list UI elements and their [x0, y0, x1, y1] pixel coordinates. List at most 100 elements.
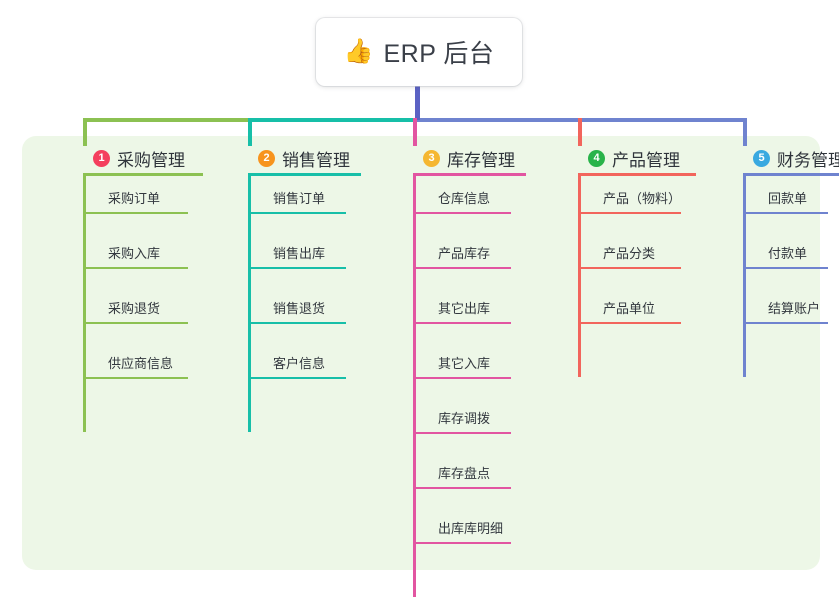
- leaf-node[interactable]: 销售订单: [251, 188, 346, 214]
- branch-drop-connector: [248, 118, 252, 146]
- leaf-label: 其它出库: [438, 301, 491, 316]
- branch-number-badge: 4: [588, 150, 605, 167]
- leaf-node[interactable]: 仓库信息: [416, 188, 511, 214]
- leaf-underline: [416, 322, 511, 324]
- leaf-node[interactable]: 出库库明细: [416, 518, 511, 544]
- leaf-label: 库存调拨: [438, 411, 491, 426]
- leaf-label: 客户信息: [273, 356, 326, 371]
- branch-header-财务管理[interactable]: 5 财务管理: [753, 146, 839, 171]
- leaf-node[interactable]: 采购订单: [86, 188, 188, 214]
- leaf-node[interactable]: 销售出库: [251, 243, 346, 269]
- leaf-node[interactable]: 其它入库: [416, 353, 511, 379]
- branch-label: 采购管理: [117, 151, 185, 170]
- branch-drop-connector: [413, 118, 417, 146]
- root-stem-connector: [415, 86, 420, 120]
- leaf-underline: [581, 212, 681, 214]
- branch-label: 库存管理: [447, 151, 515, 170]
- leaf-label: 仓库信息: [438, 191, 491, 206]
- branch-underline: [413, 173, 526, 176]
- leaf-label: 销售退货: [273, 301, 326, 316]
- leaf-underline: [86, 322, 188, 324]
- branch-header-采购管理[interactable]: 1 采购管理: [93, 146, 185, 171]
- leaf-underline: [746, 267, 828, 269]
- branch-number-badge: 2: [258, 150, 275, 167]
- root-node-card[interactable]: 👍 ERP 后台: [316, 18, 522, 86]
- leaf-node[interactable]: 库存调拨: [416, 408, 511, 434]
- leaf-node[interactable]: 回款单: [746, 188, 828, 214]
- branch-label: 财务管理: [777, 151, 839, 170]
- leaf-label: 销售出库: [273, 246, 326, 261]
- leaf-node[interactable]: 付款单: [746, 243, 828, 269]
- branch-spine: [413, 173, 416, 597]
- branch-label: 产品管理: [612, 151, 680, 170]
- leaf-node[interactable]: 客户信息: [251, 353, 346, 379]
- branch-underline: [83, 173, 203, 176]
- branch-number-badge: 1: [93, 150, 110, 167]
- leaf-node[interactable]: 产品分类: [581, 243, 681, 269]
- branch-number-badge: 3: [423, 150, 440, 167]
- leaf-label: 产品库存: [438, 246, 491, 261]
- leaf-node[interactable]: 采购入库: [86, 243, 188, 269]
- leaf-label: 回款单: [768, 191, 808, 206]
- leaf-node[interactable]: 产品库存: [416, 243, 511, 269]
- leaf-label: 采购订单: [108, 191, 161, 206]
- thumbs-up-icon: 👍: [343, 38, 374, 65]
- leaf-label: 库存盘点: [438, 466, 491, 481]
- branch-spine: [743, 173, 746, 377]
- leaf-underline: [251, 267, 346, 269]
- bus-segment-last: [417, 118, 747, 122]
- leaf-node[interactable]: 结算账户: [746, 298, 828, 324]
- leaf-label: 出库库明细: [438, 521, 504, 536]
- leaf-underline: [581, 322, 681, 324]
- leaf-underline: [416, 212, 511, 214]
- branch-underline: [578, 173, 696, 176]
- leaf-underline: [746, 212, 828, 214]
- leaf-label: 产品（物料）: [603, 191, 682, 206]
- branch-underline: [743, 173, 839, 176]
- leaf-node[interactable]: 销售退货: [251, 298, 346, 324]
- root-node-inner: 👍 ERP 后台: [344, 34, 495, 70]
- leaf-underline: [416, 432, 511, 434]
- leaf-node[interactable]: 产品（物料）: [581, 188, 681, 214]
- branch-header-产品管理[interactable]: 4 产品管理: [588, 146, 680, 171]
- leaf-underline: [746, 322, 828, 324]
- branch-header-销售管理[interactable]: 2 销售管理: [258, 146, 350, 171]
- bus-segment: [248, 118, 417, 122]
- branch-spine: [248, 173, 251, 432]
- branch-label: 销售管理: [282, 151, 350, 170]
- leaf-label: 付款单: [768, 246, 808, 261]
- leaf-underline: [416, 267, 511, 269]
- branch-number-badge: 5: [753, 150, 770, 167]
- leaf-node[interactable]: 供应商信息: [86, 353, 188, 379]
- branch-spine: [578, 173, 581, 377]
- leaf-underline: [251, 377, 346, 379]
- branch-header-库存管理[interactable]: 3 库存管理: [423, 146, 515, 171]
- leaf-underline: [86, 212, 188, 214]
- leaf-node[interactable]: 其它出库: [416, 298, 511, 324]
- leaf-node[interactable]: 库存盘点: [416, 463, 511, 489]
- leaf-label: 采购退货: [108, 301, 161, 316]
- leaf-label: 产品分类: [603, 246, 656, 261]
- leaf-label: 结算账户: [768, 301, 821, 316]
- leaf-underline: [251, 322, 346, 324]
- leaf-node[interactable]: 产品单位: [581, 298, 681, 324]
- bus-segment: [83, 118, 252, 122]
- leaf-underline: [86, 377, 188, 379]
- leaf-underline: [416, 542, 511, 544]
- leaf-underline: [86, 267, 188, 269]
- leaf-underline: [251, 212, 346, 214]
- leaf-label: 产品单位: [603, 301, 656, 316]
- leaf-label: 销售订单: [273, 191, 326, 206]
- leaf-label: 采购入库: [108, 246, 161, 261]
- diagram-panel: [22, 136, 820, 570]
- leaf-label: 供应商信息: [108, 356, 174, 371]
- leaf-node[interactable]: 采购退货: [86, 298, 188, 324]
- root-node-title: ERP 后台: [383, 40, 495, 68]
- branch-drop-connector: [578, 118, 582, 146]
- branch-spine: [83, 173, 86, 432]
- leaf-underline: [416, 487, 511, 489]
- branch-drop-connector: [83, 118, 87, 146]
- leaf-label: 其它入库: [438, 356, 491, 371]
- leaf-underline: [581, 267, 681, 269]
